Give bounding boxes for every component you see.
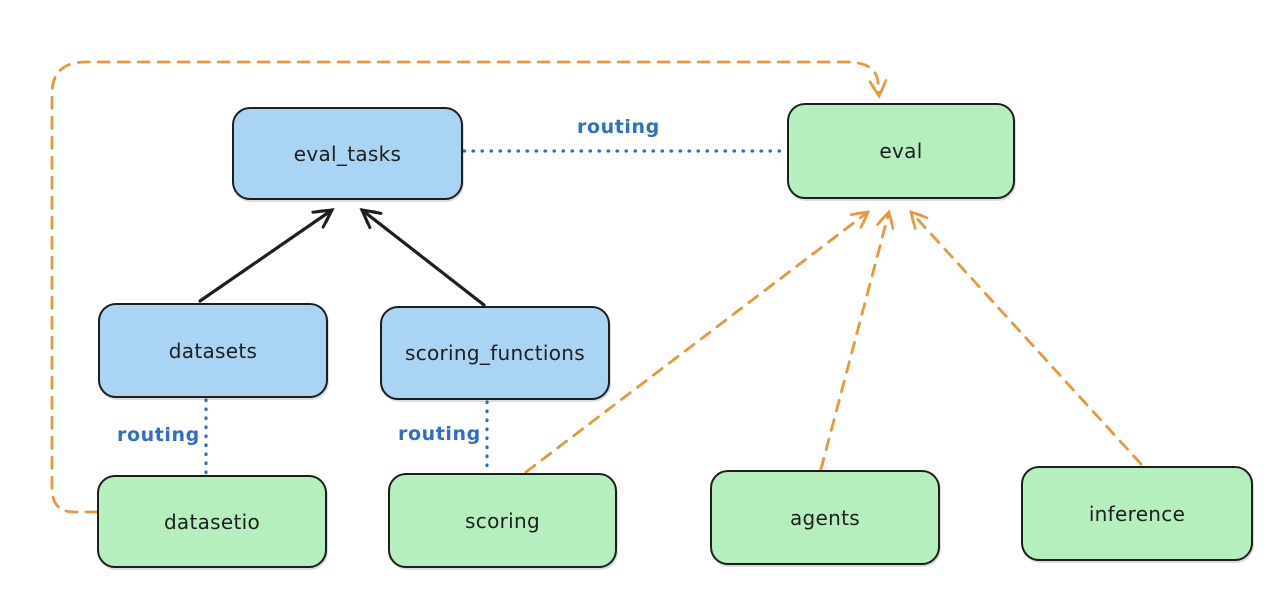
edge-inference-to-eval	[909, 209, 1143, 466]
node-label: agents	[790, 505, 860, 530]
edge-label-routing-scoring-functions-scoring: routing	[398, 423, 481, 445]
node-label: eval_tasks	[293, 141, 402, 166]
node-eval: eval	[787, 103, 1015, 199]
node-datasetio: datasetio	[97, 475, 327, 568]
node-label: datasetio	[163, 509, 261, 534]
node-inference: inference	[1021, 466, 1253, 561]
node-eval-tasks: eval_tasks	[232, 107, 463, 200]
edge-datasets-to-eval_tasks	[198, 208, 335, 303]
edge-agents-to-eval	[819, 209, 895, 471]
node-label: scoring	[465, 508, 540, 533]
node-label: eval	[879, 139, 923, 163]
node-label: datasets	[168, 338, 258, 363]
node-label: inference	[1088, 501, 1186, 526]
node-scoring: scoring	[388, 473, 617, 568]
edge-scoring_functions-to-eval_tasks	[359, 208, 486, 307]
edge-label-routing-eval-tasks-eval: routing	[577, 116, 660, 138]
node-datasets: datasets	[98, 303, 328, 398]
node-scoring-functions: scoring_functions	[380, 306, 610, 400]
edge-label-routing-datasets-datasetio: routing	[117, 424, 200, 446]
node-label: scoring_functions	[404, 341, 586, 365]
node-agents: agents	[710, 470, 940, 565]
